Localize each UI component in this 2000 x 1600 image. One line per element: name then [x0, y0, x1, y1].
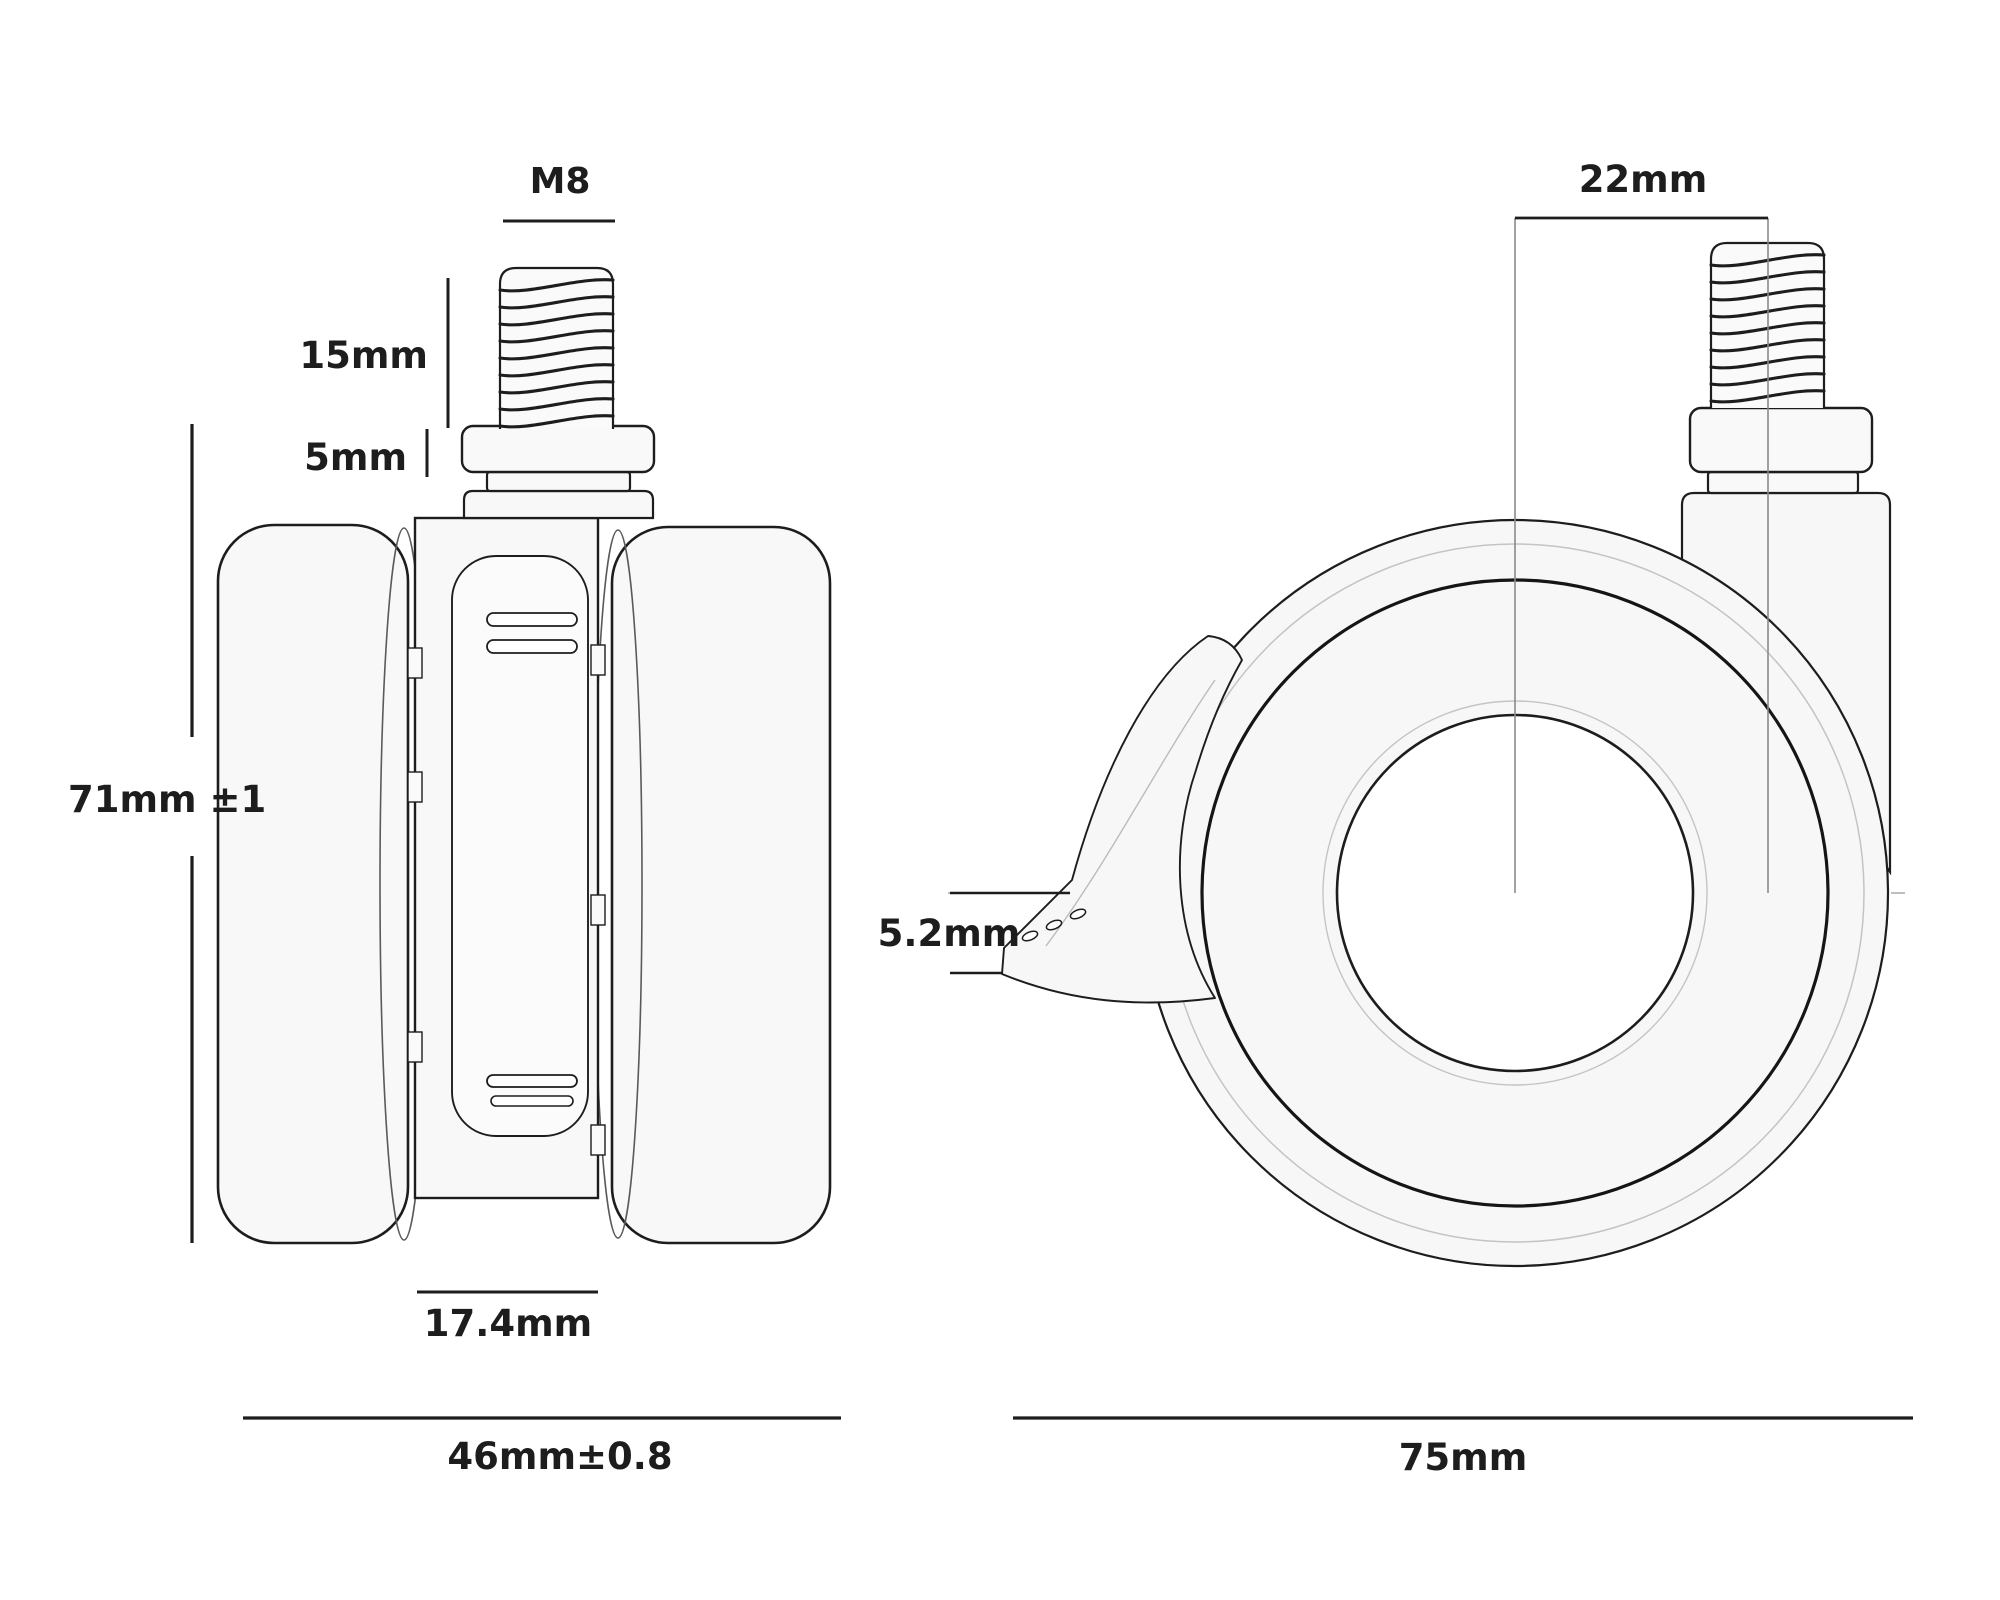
- pedal-grip-bump: [1069, 908, 1087, 920]
- bearing-tick: [407, 771, 423, 803]
- bearing-tick: [590, 644, 606, 676]
- front-stem-assembly: [460, 266, 656, 520]
- side-dimensions: 22mm 5.2mm 75mm: [878, 158, 1913, 1479]
- front-housing: [407, 516, 606, 1200]
- bearing-tick: [407, 1031, 423, 1063]
- brake-lever: [1001, 635, 1243, 1004]
- bearing-tick: [407, 647, 423, 679]
- panel-slot: [490, 1095, 574, 1107]
- front-hex-collar: [460, 424, 656, 474]
- thread-size-label: M8: [530, 161, 591, 202]
- bearing-tick: [590, 1124, 606, 1156]
- panel-slot: [486, 612, 578, 627]
- front-neck-block: [462, 489, 655, 520]
- pedal-grip-bump: [1045, 919, 1063, 931]
- overall-width-label: 46mm±0.8: [447, 1435, 672, 1478]
- pedal-grip-bump: [1021, 930, 1039, 942]
- front-right-wheel: [593, 525, 832, 1245]
- overall-height-label: 71mm ±1: [68, 778, 266, 821]
- hub-width-label: 17.4mm: [424, 1302, 592, 1345]
- front-left-wheel: [216, 523, 429, 1245]
- front-view: M8 15mm 5mm 71mm ±1 17.4mm 46mm±0.8: [68, 161, 841, 1478]
- side-stem-assembly: [1688, 241, 1874, 495]
- diameter-label: 75mm: [1399, 1436, 1528, 1479]
- side-view: 22mm 5.2mm 75mm: [878, 158, 1913, 1479]
- brake-lever-inner-line: [1045, 679, 1216, 947]
- front-dimensions: M8 15mm 5mm 71mm ±1 17.4mm 46mm±0.8: [68, 161, 841, 1478]
- panel-slot: [486, 1074, 578, 1088]
- panel-slot: [486, 639, 578, 654]
- collar-height-label: 5mm: [304, 436, 407, 479]
- thread-length-label: 15mm: [299, 334, 428, 377]
- front-neck-ring: [485, 470, 632, 493]
- bearing-tick: [590, 894, 606, 926]
- stem-offset-label: 22mm: [1579, 158, 1708, 201]
- housing-panel: [451, 555, 589, 1137]
- side-hex-collar: [1688, 406, 1874, 474]
- pedal-thickness-label: 5.2mm: [878, 912, 1021, 955]
- side-neck-ring: [1706, 470, 1860, 495]
